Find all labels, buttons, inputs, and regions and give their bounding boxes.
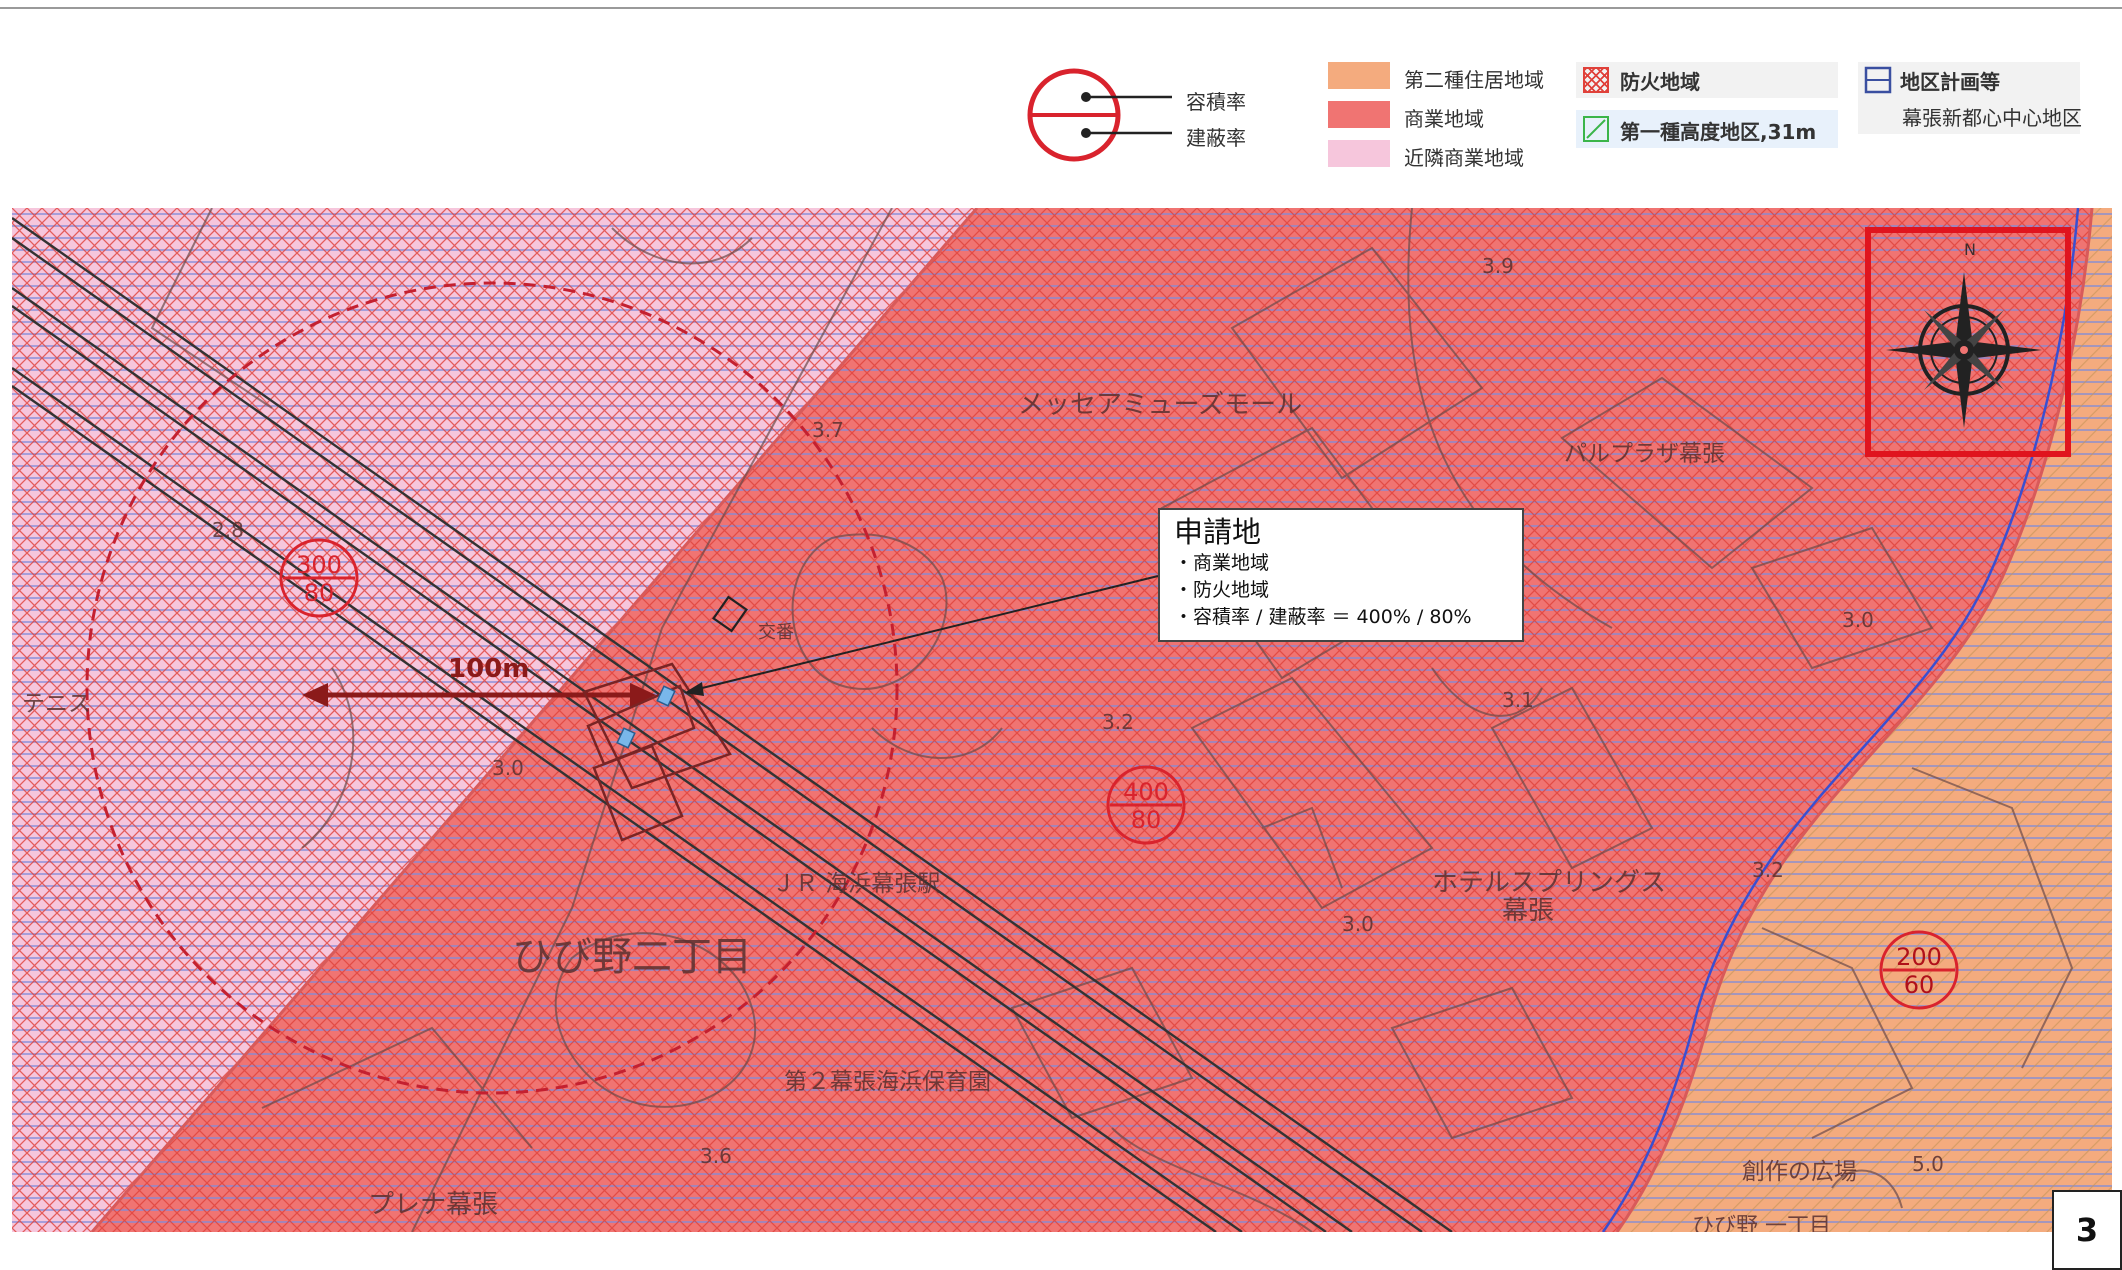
spot-height: 3.6: [700, 1144, 732, 1168]
label-station: ＪＲ 海浜幕張駅: [772, 871, 941, 897]
radius-100m-circle: [85, 281, 899, 1095]
label-hotel: ホテルスプリングス: [1432, 868, 1667, 898]
zone-label-commercial: 商業地域: [1404, 107, 1484, 131]
district-plan-panel: [1858, 62, 2080, 134]
label-town: ひび野 一丁目: [1692, 1214, 1831, 1232]
application-site: [582, 662, 732, 842]
label-messe-mall: メッセアミューズモール: [1018, 390, 1303, 420]
spot-height: 3.7: [812, 418, 844, 442]
page-number: 3: [2052, 1190, 2122, 1270]
top-rule: [0, 7, 2122, 9]
label-square: 創作の広場: [1742, 1159, 1857, 1185]
height-zone-panel: [1576, 110, 1838, 148]
fire-zone-label: 防火地域: [1620, 70, 1700, 94]
fire-zone-hatch-icon: [1583, 67, 1609, 93]
legend-far-label: 容積率: [1186, 90, 1246, 114]
compass-rose-icon: [1886, 272, 2042, 428]
label-koban: 交番: [758, 622, 794, 643]
zone-code-far: 300: [296, 551, 342, 579]
label-hotel-2: 幕張: [1502, 896, 1555, 926]
label-hibino: ひび野二丁目: [512, 934, 752, 980]
callout-title: 申請地: [1174, 515, 1262, 549]
fire-zone-overlay: [12, 208, 2092, 1232]
callout-item: ・商業地域: [1174, 552, 1270, 574]
callout-item: ・防火地域: [1174, 579, 1270, 601]
legend-coverage-label: 建蔽率: [1186, 126, 1246, 150]
zone-code-coverage: 80: [1130, 806, 1162, 834]
height-zone-label: 第一種高度地区,31m: [1620, 120, 1817, 144]
zone-swatch-neighborhood: [1328, 140, 1390, 167]
neighborhood-boundary: [90, 208, 979, 1232]
residential-hatch-overlay: [1617, 208, 2112, 1232]
label-tennis: テニス: [22, 691, 91, 717]
ratio-symbol-icon: [1027, 68, 1172, 162]
callout-item: ・容積率 / 建蔽率 ＝ 400% / 80%: [1174, 606, 1472, 628]
compass-frame: [1865, 227, 2071, 457]
spot-height: 3.2: [1752, 858, 1784, 882]
district-plan-name: 幕張新都心中心地区: [1902, 106, 2082, 130]
koban-icon: [712, 595, 748, 633]
callout-pointer: [684, 575, 1159, 696]
zone-swatch-residential2: [1328, 62, 1390, 89]
label-plena: プレナ幕張: [368, 1190, 499, 1220]
district-plan-icon: [1864, 66, 1892, 94]
spot-height: 2.8: [212, 518, 244, 542]
spot-height: 5.0: [1912, 1152, 1944, 1176]
label-nursery: 第２幕張海浜保育園: [784, 1069, 991, 1095]
compass-north-label: N: [1964, 240, 1976, 259]
zone-code-circle: [1106, 765, 1186, 845]
zone-code-coverage: 80: [303, 579, 335, 607]
label-parque: パルプラザ幕張: [1564, 441, 1725, 467]
spot-height: 3.0: [1842, 608, 1874, 632]
district-plan-boundary: [1601, 208, 2080, 1232]
map-canvas: [12, 208, 2112, 1232]
spot-height: 3.1: [1502, 688, 1534, 712]
zone-label-neighborhood: 近隣商業地域: [1404, 146, 1524, 170]
legend: 容積率 建蔽率 第二種住居地域 商業地域 近隣商業地域 防火地域 第一種高度地区…: [0, 0, 2122, 180]
spot-height: 3.0: [1342, 912, 1374, 936]
zone-code-far: 400: [1123, 778, 1169, 806]
spot-height: 3.9: [1482, 254, 1514, 278]
distance-label: 100m: [448, 654, 530, 684]
zoning-map: 300 80 400 80 200 60 100m メッセアミューズモール パル…: [12, 208, 2112, 1232]
application-site-callout: 申請地 ・商業地域 ・防火地域 ・容積率 / 建蔽率 ＝ 400% / 80%: [1158, 508, 1524, 642]
residential-boundary: [1615, 208, 2094, 1232]
zone-code-far: 200: [1896, 943, 1942, 971]
district-plan-title: 地区計画等: [1900, 70, 2000, 94]
zone-swatch-commercial: [1328, 101, 1390, 128]
zone-code-circle: [279, 538, 359, 618]
spot-height: 3.2: [1102, 710, 1134, 734]
spot-height: 3.0: [492, 756, 524, 780]
zone-label-residential2: 第二種住居地域: [1404, 68, 1544, 92]
zone-code-coverage: 60: [1903, 971, 1935, 999]
fire-zone-panel: [1576, 62, 1838, 98]
zone-code-circle: [1879, 930, 1959, 1010]
height-zone-icon: [1583, 116, 1609, 142]
